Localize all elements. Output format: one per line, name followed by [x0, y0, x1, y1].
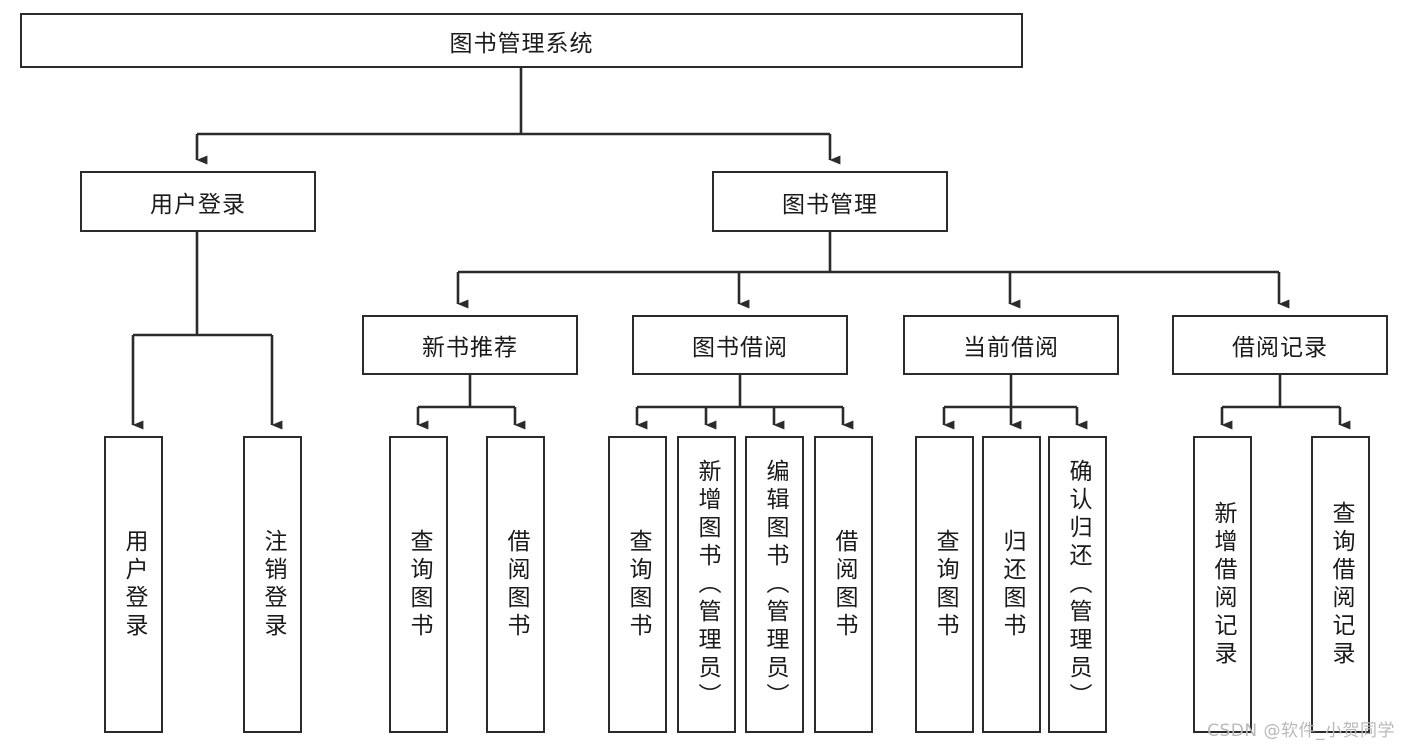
- node-label: 图书管理: [782, 191, 878, 218]
- node-label: 用户登录: [121, 528, 147, 641]
- node-label: 查询图书: [406, 528, 432, 641]
- node-label: 图书管理系统: [449, 30, 594, 57]
- node-label: 图书借阅: [692, 335, 788, 361]
- leaf-borrow-add-book[interactable]: 新增图书（管理员）: [677, 436, 736, 733]
- csdn-watermark: CSDN @软件_小贺同学: [1207, 721, 1395, 741]
- node-label: 当前借阅: [963, 335, 1059, 361]
- node-new-book-recommend[interactable]: 新书推荐: [362, 315, 578, 375]
- leaf-current-return-book[interactable]: 归还图书: [982, 436, 1041, 733]
- node-label: 查询借阅记录: [1328, 500, 1354, 669]
- leaf-borrow-borrow-book[interactable]: 借阅图书: [814, 436, 873, 733]
- node-book-borrow[interactable]: 图书借阅: [632, 315, 848, 375]
- node-label: 新书推荐: [422, 335, 518, 361]
- node-label: 借阅记录: [1232, 335, 1328, 361]
- node-label: 查询图书: [932, 528, 958, 641]
- leaf-current-query-book[interactable]: 查询图书: [915, 436, 974, 733]
- leaf-borrow-edit-book[interactable]: 编辑图书（管理员）: [745, 436, 804, 733]
- leaf-recommend-query-book[interactable]: 查询图书: [389, 436, 448, 733]
- node-label: 查询图书: [625, 528, 651, 641]
- leaf-current-confirm-return[interactable]: 确认归还（管理员）: [1048, 436, 1107, 733]
- leaf-records-query-record[interactable]: 查询借阅记录: [1311, 436, 1370, 733]
- leaf-user-login[interactable]: 用户登录: [104, 436, 163, 733]
- node-label: 借阅图书: [831, 528, 857, 641]
- node-label: 新增借阅记录: [1210, 500, 1236, 669]
- leaf-records-add-record[interactable]: 新增借阅记录: [1193, 436, 1252, 733]
- node-label: 归还图书: [999, 528, 1025, 641]
- node-label: 用户登录: [150, 191, 246, 218]
- node-root-system[interactable]: 图书管理系统: [20, 13, 1023, 68]
- node-label: 确认归还（管理员）: [1065, 458, 1091, 711]
- node-label: 新增图书（管理员）: [694, 458, 720, 711]
- node-label: 注销登录: [260, 528, 286, 641]
- leaf-borrow-query-book[interactable]: 查询图书: [608, 436, 667, 733]
- node-borrow-records[interactable]: 借阅记录: [1172, 315, 1388, 375]
- leaf-user-logout[interactable]: 注销登录: [243, 436, 302, 733]
- leaf-recommend-borrow-book[interactable]: 借阅图书: [486, 436, 545, 733]
- node-user-login[interactable]: 用户登录: [80, 171, 316, 232]
- node-book-management[interactable]: 图书管理: [712, 171, 948, 232]
- node-label: 借阅图书: [503, 528, 529, 641]
- node-current-borrow[interactable]: 当前借阅: [903, 315, 1119, 375]
- node-label: 编辑图书（管理员）: [762, 458, 788, 711]
